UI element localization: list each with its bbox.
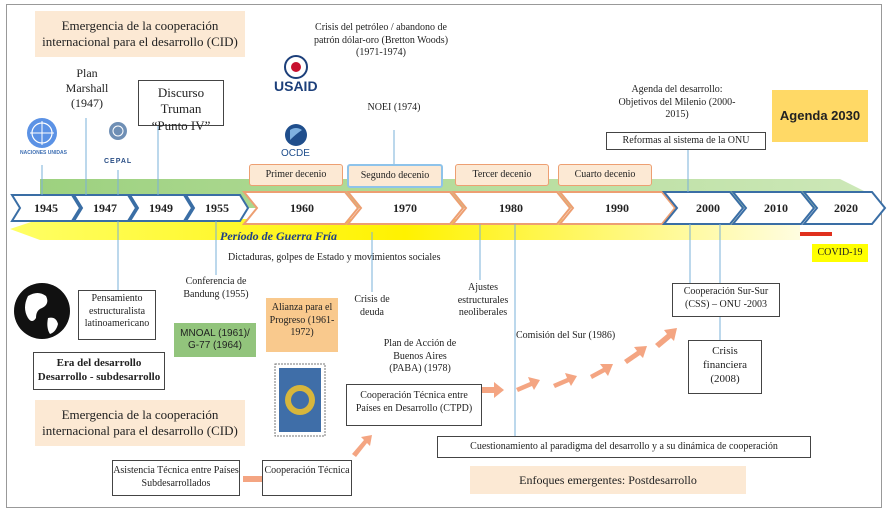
year-1980: 1980	[499, 201, 523, 215]
era-desarrollo-line2: Desarrollo - subdesarrollo	[37, 370, 161, 383]
year-1990: 1990	[605, 201, 629, 215]
usaid-label: USAID	[274, 78, 318, 94]
css-box: Cooperación Sur-Sur (CSS) – ONU -2003	[672, 283, 780, 317]
tercer-decenio-box: Tercer decenio	[455, 164, 549, 186]
cuarto-decenio-box: Cuarto decenio	[558, 164, 652, 186]
dictaduras-label: Dictaduras, golpes de Estado y movimient…	[228, 252, 441, 263]
covid-bar	[800, 232, 832, 236]
era-desarrollo-box: Era del desarrollo Desarrollo - subdesar…	[33, 352, 165, 390]
comision-sur-label: Comisión del Sur (1986)	[516, 330, 616, 341]
paba-label: Plan de Acción de Buenos Aires (PABA) (1…	[383, 338, 457, 374]
discurso-truman-line2: “Punto IV”	[151, 117, 211, 133]
year-1947: 1947	[93, 201, 117, 215]
salmon-arrow-8	[655, 328, 677, 348]
ocde-label: OCDE	[281, 148, 310, 159]
ocde-emblem-icon	[285, 124, 307, 146]
usaid-emblem-icon	[284, 55, 308, 79]
year-chevron-1945	[10, 194, 82, 222]
year-1949: 1949	[149, 201, 173, 215]
bandung-label: Conferencia de Bandung (1955)	[183, 276, 249, 300]
salmon-arrow-7	[624, 346, 647, 364]
segundo-decenio-box: Segundo decenio	[347, 164, 443, 188]
ajustes-label: Ajustes estructurales neoliberales	[457, 282, 509, 318]
year-1945: 1945	[34, 201, 58, 215]
guerra-fria-label: Período de Guerra Fría	[220, 229, 337, 243]
year-chevron-2000	[661, 191, 745, 225]
year-chevron-1960	[241, 191, 360, 225]
discurso-truman-box: Discurso Truman “Punto IV”	[138, 80, 224, 133]
ctpd-box: Cooperación Técnica entre Países en Desa…	[346, 384, 482, 426]
year-chevron-2010	[730, 191, 816, 225]
year-1970: 1970	[393, 201, 417, 215]
salmon-arrow-3	[482, 382, 504, 398]
diagram-frame	[6, 4, 882, 508]
agenda-desarrollo-label: Agenda del desarrollo: Objetivos del Mil…	[618, 84, 736, 120]
year-2010: 2010	[764, 201, 788, 215]
year-chevron-2020	[801, 191, 887, 225]
crisis-deuda-label: Crisis de deuda	[354, 294, 390, 318]
year-1960: 1960	[290, 201, 314, 215]
salmon-arrow-5	[553, 373, 577, 388]
primer-decenio-box: Primer decenio	[249, 164, 343, 186]
naciones-unidas-label: NACIONES UNIDAS	[20, 150, 67, 156]
globe-icon	[14, 283, 70, 339]
agenda-2030-box: Agenda 2030	[772, 90, 868, 142]
noei-label: NOEI (1974)	[367, 102, 421, 113]
crisis-financiera-box: Crisis financiera (2008)	[688, 340, 762, 394]
alianza-box: Alianza para el Progreso (1961-1972)	[266, 298, 338, 352]
era-desarrollo-line1: Era del desarrollo	[56, 357, 142, 369]
cepal-emblem-icon	[109, 122, 127, 140]
bottom-cid-box: Emergencia de la cooperación internacion…	[35, 400, 245, 446]
year-2020: 2020	[834, 201, 858, 215]
mnoal-box: MNOAL (1961)/ G-77 (1964)	[174, 323, 256, 357]
salmon-arrow-6	[590, 364, 613, 379]
coop-tecnica-box: Cooperación Técnica	[262, 460, 352, 496]
salmon-arrow-4	[516, 377, 540, 392]
stamp-image	[274, 363, 326, 437]
year-chevron-1990	[557, 191, 677, 225]
pensamiento-box: Pensamiento estructuralista latinoameric…	[78, 290, 156, 340]
year-chevron-1970	[345, 191, 465, 225]
discurso-truman-line1: Discurso Truman	[157, 85, 205, 117]
salmon-arrow-2	[352, 435, 372, 457]
reformas-onu-box: Reformas al sistema de la ONU	[606, 132, 766, 150]
year-2000: 2000	[696, 201, 720, 215]
cuestionamiento-box: Cuestionamiento al paradigma del desarro…	[437, 436, 811, 458]
year-1955: 1955	[205, 201, 229, 215]
un-emblem-icon	[27, 118, 57, 148]
year-chevron-1947	[72, 194, 138, 222]
year-chevron-1949	[128, 194, 194, 222]
enfoques-box: Enfoques emergentes: Postdesarrollo	[470, 466, 746, 494]
top-cid-box: Emergencia de la cooperación internacion…	[35, 11, 245, 57]
crisis-petroleo-label: Crisis del petróleo / abandono de patrón…	[313, 22, 449, 58]
asistencia-box: Asistencia Técnica entre Países Subdesar…	[112, 460, 240, 496]
plan-marshall-label: Plan Marshall (1947)	[65, 66, 109, 110]
year-chevron-1955	[184, 194, 250, 222]
covid-box: COVID-19	[812, 244, 868, 262]
cepal-label: CEPAL	[104, 158, 133, 165]
year-chevron-1980	[450, 191, 572, 225]
